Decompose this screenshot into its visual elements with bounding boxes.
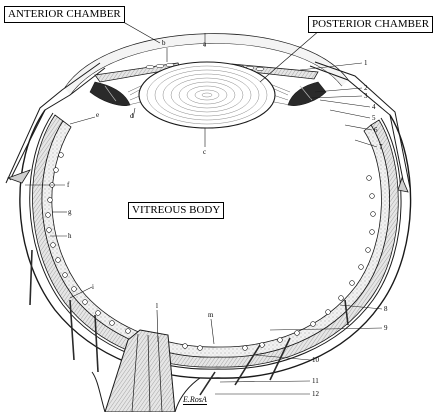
- tag-11: 11: [312, 377, 319, 385]
- tag-12: 12: [312, 390, 319, 398]
- anterior-chamber-label: ANTERIOR CHAMBER: [4, 6, 125, 23]
- tag-5: 5: [372, 114, 376, 122]
- leader-lines: [25, 33, 383, 395]
- tag-9: 9: [384, 324, 388, 332]
- vessels: [29, 249, 349, 396]
- sclera: [19, 109, 412, 379]
- tag-7: 7: [379, 143, 383, 151]
- tag-f: f: [67, 181, 70, 189]
- tag-m: m: [208, 311, 214, 319]
- tag-b: b: [162, 39, 166, 47]
- retina: [41, 120, 390, 358]
- tag-8: 8: [384, 305, 388, 313]
- tag-i: i: [92, 283, 94, 291]
- vitreous-body-label: VITREOUS BODY: [128, 202, 225, 219]
- tag-3: 3: [364, 92, 368, 100]
- tag-1: 1: [364, 59, 368, 67]
- tag-d: d: [130, 112, 134, 120]
- zonule-fibers: [127, 83, 291, 106]
- tag-2: 2: [364, 84, 368, 92]
- tag-h: h: [68, 232, 72, 240]
- tag-c: c: [203, 148, 207, 156]
- tag-g: g: [68, 208, 72, 216]
- tag-e: e: [96, 111, 100, 119]
- ciliary-body-left: [89, 81, 131, 106]
- tag-4: 4: [372, 103, 376, 111]
- lens-fibers: [146, 65, 268, 125]
- artist-signature: E.RosA: [183, 395, 207, 405]
- posterior-chamber-label: POSTERIOR CHAMBER: [308, 16, 434, 33]
- tag-6: 6: [374, 126, 378, 134]
- tag-l: l: [156, 302, 158, 310]
- tag-10: 10: [312, 356, 319, 364]
- lens: [138, 61, 276, 129]
- retinal-cells: [45, 152, 376, 351]
- tag-a: a: [203, 40, 207, 48]
